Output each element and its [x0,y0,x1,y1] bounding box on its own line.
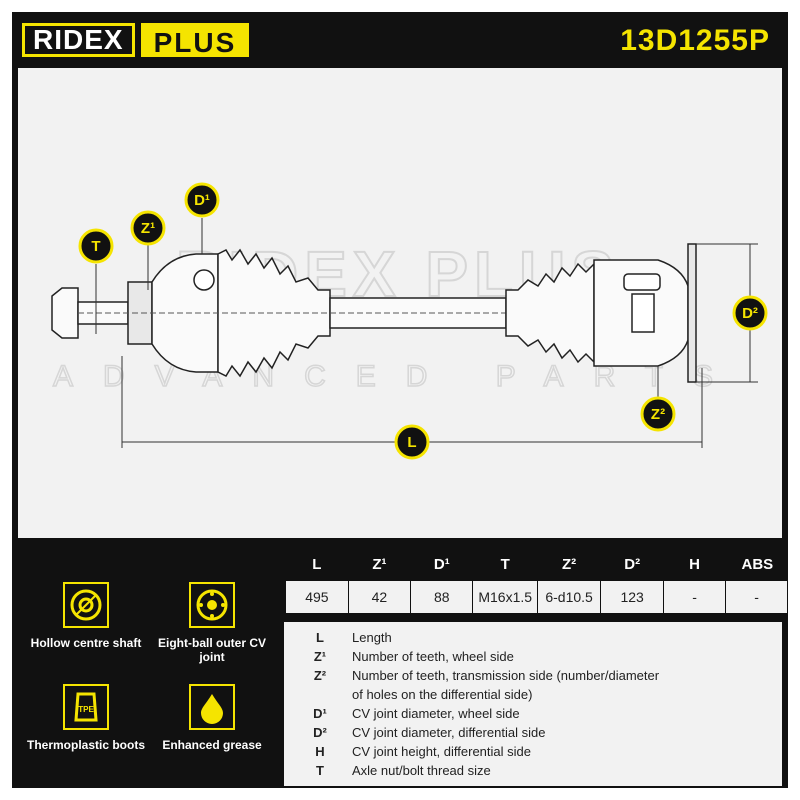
legend-text: CV joint height, differential side [352,744,531,759]
logo-ridex: RIDEX [22,23,135,57]
callout-d1-badge [184,182,220,218]
outer-cv-ball [193,269,215,291]
product-sheet: RIDEX PLUS 13D1255P RIDEX PLUS ADVANCED … [12,12,788,788]
callout-z1: Z¹ [141,220,155,237]
spec-header-row: L Z¹ D¹ T Z² D² H ABS [284,548,788,581]
differential-flange [687,243,697,383]
legend-text: Axle nut/bolt thread size [352,763,491,778]
logo-plus: PLUS [140,23,250,58]
spec-header-abs: ABS [724,548,788,581]
spec-header-z1: Z¹ [346,548,411,581]
legend-key: H [315,744,325,759]
part-number: 13D1255P [620,24,770,57]
spec-header-d1: D¹ [409,548,473,581]
wheel-stub [77,301,129,325]
feature-thermoplastic-boots: TPE Thermoplastic boots [26,684,146,752]
drive-shaft-diagram: RIDEX PLUS ADVANCED PARTS [51,182,768,460]
spec-value-t: M16x1.5 [472,580,538,614]
legend-text: Number of teeth, wheel side [352,649,514,664]
legend-text: CV joint diameter, differential side [352,725,546,740]
svg-text:TPE: TPE [78,705,94,714]
legend-key: Z² [313,668,327,683]
callout-d2: D² [742,305,758,322]
feature-label: Eight-ball outer CV joint [158,636,266,664]
spec-value-z1: 42 [347,580,412,614]
hollow-shaft-icon [63,582,109,628]
spec-header-t: T [471,548,538,581]
inner-cv-cage [623,273,661,291]
spec-header-h: H [662,548,726,581]
spec-value-h: - [663,580,727,614]
spec-table: L Z¹ D¹ T Z² D² H ABS 495 42 88 M16x1.5 … [284,548,788,614]
callout-z1-badge [130,210,166,246]
legend-text: CV joint diameter, wheel side [352,706,520,721]
spec-header-d2: D² [599,548,664,581]
inner-cv-tripod [631,293,655,333]
grease-drop-icon [189,684,235,730]
feature-enhanced-grease: Enhanced grease [152,684,272,752]
technical-drawing: RIDEX PLUS ADVANCED PARTS [18,68,782,538]
feature-label: Hollow centre shaft [30,636,142,650]
feature-grid: Hollow centre shaft Eight-ball outer CV … [12,538,284,788]
outer-joint-collar [127,281,153,345]
callout-d1: D¹ [194,192,210,209]
callout-z2: Z² [651,406,665,423]
spec-value-abs: - [725,580,788,614]
feature-hollow-shaft: Hollow centre shaft [26,582,146,650]
callout-z2-badge [640,396,676,432]
spec-value-d2: 123 [600,580,665,614]
legend-key: Z¹ [313,649,327,664]
drive-shaft [51,243,698,383]
spec-header-l: L [284,548,349,581]
legend-key: L [316,630,324,645]
callouts: T Z¹ D¹ D² Z² L [78,182,768,460]
legend-box: L Length Z¹ Number of teeth, wheel side … [284,622,782,786]
callout-t: T [91,238,100,255]
outer-boot [217,248,331,378]
legend-text: Length [352,630,392,645]
spec-value-row: 495 42 88 M16x1.5 6-d10.5 123 - - [285,580,788,614]
tpe-boot-icon: TPE [63,684,109,730]
legend-key: D¹ [313,706,327,721]
legend-text: of holes on the differential side) [352,687,533,702]
spec-value-l: 495 [285,580,349,614]
legend-text: Number of teeth, transmission side (numb… [352,668,660,683]
spec-value-d1: 88 [410,580,474,614]
callout-l: L [407,434,416,451]
spec-value-z2: 6-d10.5 [536,580,602,614]
brand-logo: RIDEX PLUS [22,22,250,58]
callout-d2-badge [732,295,768,331]
callout-t-badge [78,228,114,264]
feature-eight-ball: Eight-ball outer CV joint [152,582,272,664]
feature-label: Thermoplastic boots [26,738,145,752]
legend-key: D² [313,725,327,740]
callout-l-badge [394,424,430,460]
ball-bearing-icon [189,582,235,628]
header-bar: RIDEX PLUS 13D1255P [12,12,788,68]
spec-panel: Hollow centre shaft Eight-ball outer CV … [12,538,788,788]
legend-key: T [316,763,324,778]
spec-header-z2: Z² [535,548,601,581]
feature-label: Enhanced grease [162,738,262,752]
wheel-nut [51,287,79,339]
